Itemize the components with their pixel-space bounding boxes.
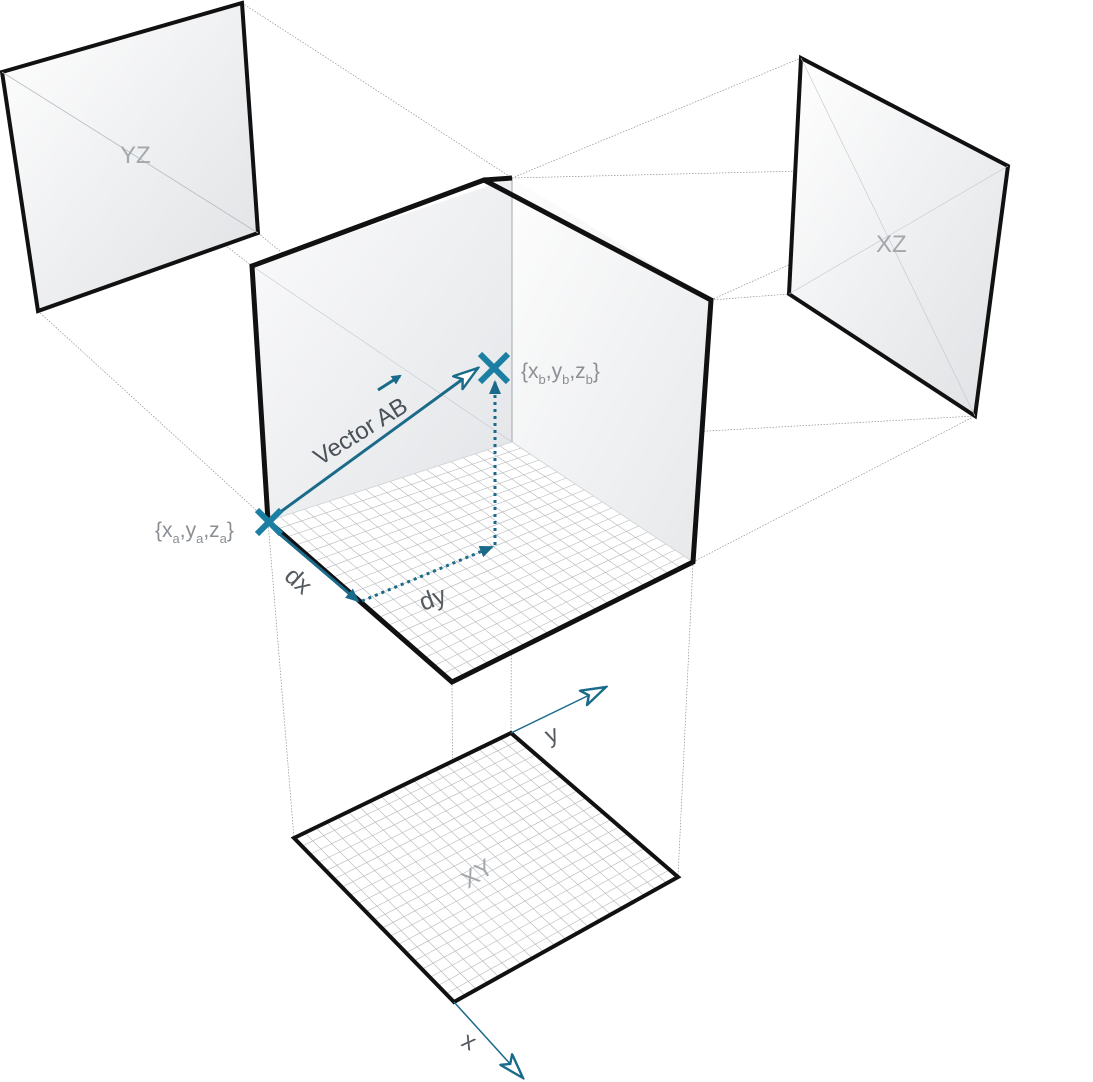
y-axis-arrow: [510, 687, 606, 734]
cube-outline: [249, 177, 714, 685]
axis-y: y: [510, 687, 606, 750]
x-axis-label: x: [457, 1027, 481, 1056]
dx-arrow: [275, 529, 360, 603]
dx-label: dx: [279, 562, 318, 601]
point-b: {xb,yb,zb}: [477, 351, 600, 387]
xy-plane: XY: [290, 730, 682, 1005]
vector-ab-arrow: [267, 368, 478, 523]
cube-floor: [268, 442, 693, 682]
axis-x: x: [453, 1001, 523, 1078]
point-b-coordinates: {xb,yb,zb}: [521, 360, 600, 387]
point-a-marker: [254, 507, 284, 537]
xz-label: XZ: [876, 231, 907, 258]
dy-arrow: [361, 545, 494, 603]
yz-label: YZ: [120, 142, 151, 169]
xz-plane: XZ: [786, 54, 1011, 420]
cube-left-wall: [252, 178, 512, 521]
point-a-coordinates: {xa,ya,za}: [155, 519, 234, 546]
cube: [249, 175, 714, 685]
yz-plane: YZ: [0, 0, 261, 314]
x-axis-arrow: [453, 1001, 523, 1078]
point-b-marker: [477, 351, 511, 385]
point-a: {xa,ya,za}: [155, 507, 284, 546]
vector-overbar-arrow: [377, 374, 402, 392]
y-axis-label: y: [541, 720, 562, 750]
xy-plane-grid: [301, 738, 670, 996]
